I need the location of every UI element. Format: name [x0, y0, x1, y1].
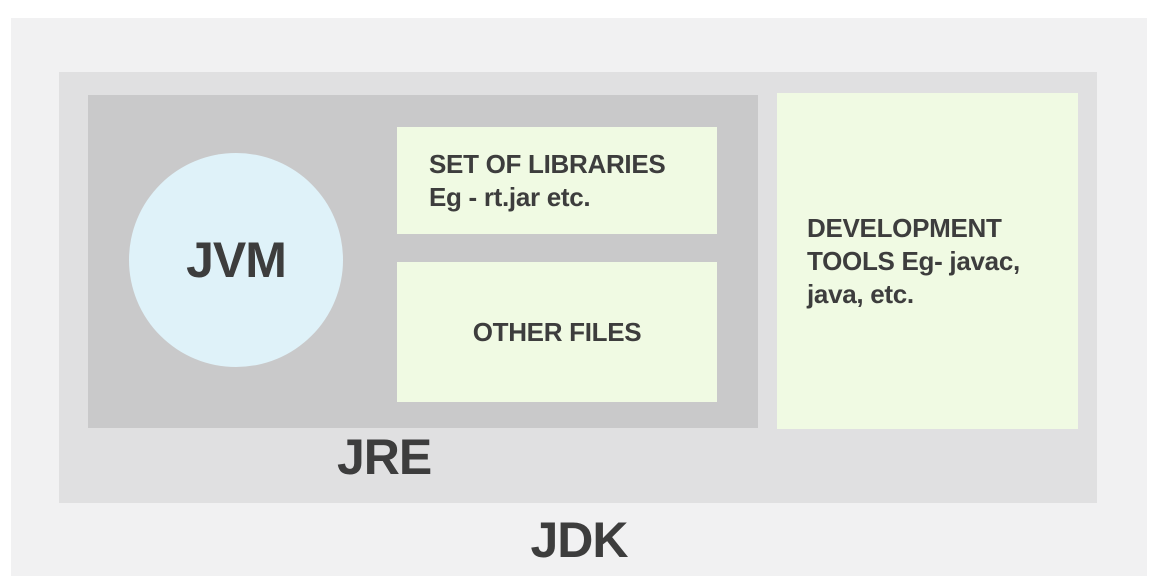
other-files-label: OTHER FILES: [472, 316, 642, 347]
jre-label: JRE: [337, 429, 432, 485]
development-tools-line-1: DEVELOPMENT: [807, 212, 1002, 243]
jdk-label: JDK: [530, 512, 628, 568]
jvm-label: JVM: [186, 232, 287, 288]
development-tools-line-2: TOOLS Eg- javac,: [807, 245, 1020, 276]
jvm-circle: JVM: [129, 153, 343, 367]
set-of-libraries-box: SET OF LIBRARIES Eg - rt.jar etc.: [397, 127, 717, 234]
set-of-libraries-example: Eg - rt.jar etc.: [429, 181, 591, 212]
development-tools-box: DEVELOPMENT TOOLS Eg- javac, java, etc.: [777, 93, 1078, 429]
set-of-libraries-title: SET OF LIBRARIES: [429, 148, 666, 179]
jre-box: JVM SET OF LIBRARIES Eg - rt.jar etc. OT…: [59, 72, 1097, 503]
other-files-box: OTHER FILES: [397, 262, 717, 402]
jvm-runtime-area: JVM SET OF LIBRARIES Eg - rt.jar etc. OT…: [88, 95, 758, 428]
development-tools-line-3: java, etc.: [807, 278, 914, 309]
jdk-box: JVM SET OF LIBRARIES Eg - rt.jar etc. OT…: [11, 18, 1147, 576]
